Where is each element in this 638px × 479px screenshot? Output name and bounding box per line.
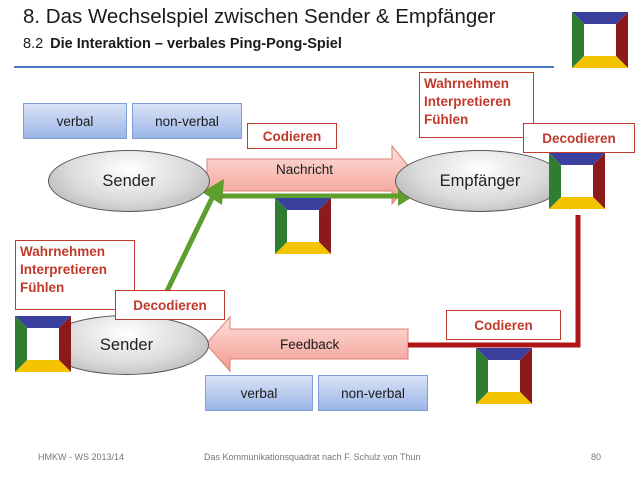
page-number: 80 xyxy=(591,452,602,462)
bottom-sender-ellipse: Sender xyxy=(44,315,209,375)
top-receiver-ellipse: Empfänger xyxy=(395,150,565,212)
top-sender-ellipse: Sender xyxy=(48,150,210,212)
page-title: 8. Das Wechselspiel zwischen Sender & Em… xyxy=(23,5,496,28)
perceive-line-1: Wahrnehmen xyxy=(20,244,106,259)
top-codieren-box: Codieren xyxy=(247,123,337,149)
bottom-decodieren-box: Decodieren xyxy=(115,290,225,320)
footer-center: Das Kommunikationsquadrat nach F. Schulz… xyxy=(204,452,421,462)
communication-square-icon xyxy=(275,198,331,254)
green-arrowhead xyxy=(202,179,224,205)
bottom-nonverbal-box: non-verbal xyxy=(318,375,428,411)
perceive-line-2: Interpretieren xyxy=(424,94,512,109)
bottom-verbal-box: verbal xyxy=(205,375,313,411)
perceive-line-3: Fühlen xyxy=(424,112,469,127)
subtitle-number: 8.2 xyxy=(23,36,44,52)
perceive-line-3: Fühlen xyxy=(20,280,65,295)
communication-square-icon xyxy=(549,153,605,209)
red-feedback-line xyxy=(408,215,581,348)
message-label: Nachricht xyxy=(276,162,334,177)
top-decodieren-box: Decodieren xyxy=(523,123,635,153)
footer-left: HMKW - WS 2013/14 xyxy=(38,452,125,462)
top-perceive-box: Wahrnehmen Interpretieren Fühlen xyxy=(419,72,534,138)
top-verbal-box: verbal xyxy=(23,103,127,139)
bottom-codieren-box: Codieren xyxy=(446,310,561,340)
title-divider xyxy=(14,66,554,68)
communication-square-icon xyxy=(572,12,628,68)
feedback-arrow xyxy=(205,315,409,373)
page-subtitle: 8.2 Die Interaktion – verbales Ping-Pong-… xyxy=(23,36,342,52)
perceive-line-1: Wahrnehmen xyxy=(424,76,510,91)
communication-square-icon xyxy=(476,348,532,404)
subtitle-text: Die Interaktion – verbales Ping-Pong-Spi… xyxy=(50,36,342,52)
perceive-line-2: Interpretieren xyxy=(20,262,108,277)
top-nonverbal-box: non-verbal xyxy=(132,103,242,139)
feedback-label: Feedback xyxy=(280,337,340,352)
communication-square-icon xyxy=(15,316,71,372)
